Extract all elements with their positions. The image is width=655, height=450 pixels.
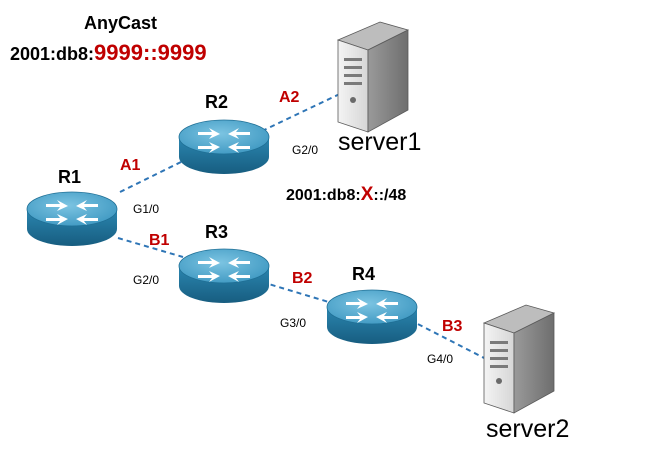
link-r1-r2 — [119, 160, 184, 193]
anycast-value: 9999::9999 — [94, 40, 207, 65]
router-r4 — [326, 289, 418, 344]
interface-r4-g4: G4/0 — [427, 352, 453, 366]
link-label-b1: B1 — [149, 232, 170, 249]
subnet-suffix: ::/48 — [373, 187, 406, 204]
router-r2 — [178, 119, 270, 174]
router-arrows-icon — [198, 128, 250, 153]
link-r4-server2 — [409, 319, 493, 363]
subnet-label: 2001:db8:X::/48 — [286, 184, 406, 205]
link-label-b3: B3 — [442, 318, 463, 335]
interface-r4-g3: G3/0 — [280, 316, 306, 330]
link-label-b2: B2 — [292, 270, 313, 287]
interface-r1-g2: G2/0 — [133, 273, 159, 287]
router-arrows-icon — [198, 257, 250, 282]
router-label-r3: R3 — [205, 222, 228, 242]
link-label-a2: A2 — [279, 89, 300, 106]
server2-icon — [482, 304, 556, 414]
server2-label: server2 — [486, 415, 569, 443]
router-r1 — [26, 191, 118, 246]
link-label-a1: A1 — [120, 157, 141, 174]
router-arrows-icon — [346, 298, 398, 323]
router-label-r2: R2 — [205, 92, 228, 112]
interface-r1-g1: G1/0 — [133, 202, 159, 216]
router-label-r1: R1 — [58, 167, 81, 187]
links — [117, 90, 493, 363]
subnet-var: X — [361, 184, 374, 205]
anycast-title: AnyCast — [84, 13, 157, 33]
interface-r2-g2: G2/0 — [292, 143, 318, 157]
server1-icon — [336, 21, 410, 133]
router-arrows-icon — [46, 200, 98, 225]
server1-label: server1 — [338, 128, 421, 156]
link-r2-server1 — [261, 90, 347, 132]
anycast-address: 2001:db8:9999::9999 — [10, 40, 207, 65]
router-r3 — [178, 248, 270, 303]
anycast-prefix: 2001:db8: — [10, 44, 94, 64]
router-label-r4: R4 — [352, 264, 375, 284]
link-r3-r4 — [261, 281, 333, 304]
link-r1-r3 — [117, 237, 184, 258]
subnet-prefix: 2001:db8: — [286, 187, 361, 204]
